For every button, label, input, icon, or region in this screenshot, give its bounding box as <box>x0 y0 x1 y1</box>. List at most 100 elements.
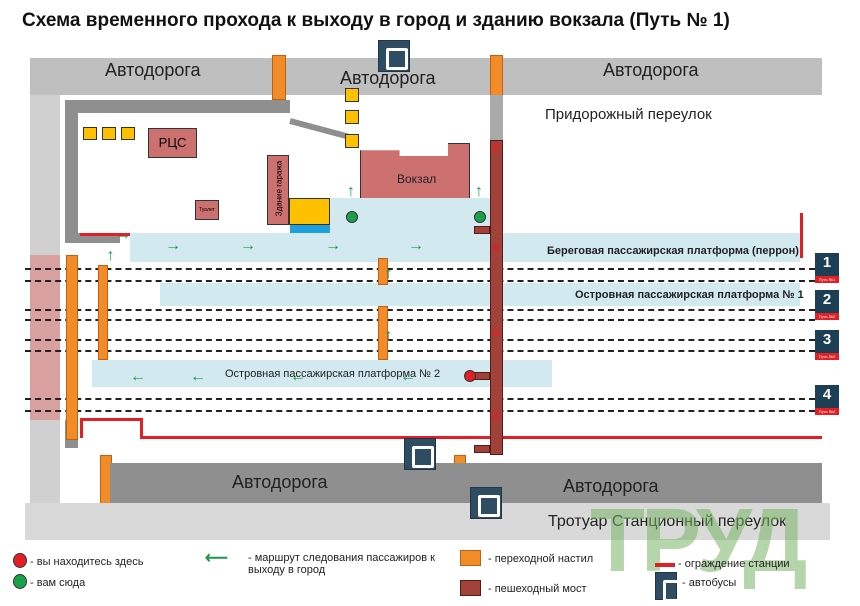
garage-annex-blue <box>290 225 330 233</box>
legend-green-dot-icon <box>13 574 27 589</box>
bridge-stairs <box>474 372 490 380</box>
closed-mark-icon: ✕ <box>490 325 502 341</box>
garage-annex <box>289 198 330 225</box>
station-fence <box>140 418 143 438</box>
station-fence <box>80 418 140 421</box>
legend-crossing: - переходной настил <box>488 553 594 565</box>
legend-red-dot-icon <box>13 553 27 568</box>
left-strip-section <box>30 255 60 420</box>
bridge-stairs <box>474 226 490 234</box>
route-arrow-icon: → <box>100 248 117 264</box>
legend-crossing-swatch <box>460 550 481 566</box>
bus-stop-icon <box>378 40 410 72</box>
legend-bridge-swatch <box>460 580 481 596</box>
fence-wall <box>65 100 290 113</box>
route-arrow-icon: ← <box>130 368 146 385</box>
crossing <box>98 265 108 360</box>
road-label: Автодорога <box>603 60 699 80</box>
island-platform-1 <box>160 283 800 306</box>
fence-wall <box>65 233 120 243</box>
you-are-here-marker <box>464 370 476 382</box>
kiosk <box>83 127 97 140</box>
pedestrian-bridge <box>490 140 503 455</box>
road-label: Автодорога <box>340 68 436 88</box>
kiosk <box>345 110 359 124</box>
legend-fence: - ограждение станции <box>678 558 790 570</box>
crossing <box>490 55 503 100</box>
closed-mark-icon: ✕ <box>490 408 502 424</box>
kiosk <box>102 127 116 140</box>
legend-bus-icon <box>655 572 685 602</box>
road-label: Автодорога <box>105 60 201 80</box>
rail <box>25 398 815 400</box>
station-fence <box>80 418 83 438</box>
top-road <box>30 58 822 95</box>
route-arrow-icon: → <box>325 237 341 254</box>
rail <box>25 319 815 321</box>
route-arrow-icon: → <box>378 266 395 282</box>
toilet-building: Туалет <box>195 200 219 220</box>
route-arrow-icon: ← <box>190 368 206 385</box>
station-fence <box>140 436 822 439</box>
route-arrow-icon: ← <box>290 368 306 385</box>
sidewalk <box>25 503 830 540</box>
route-arrow-icon: → <box>165 237 181 254</box>
fence-wall <box>289 118 349 140</box>
rail <box>25 309 815 311</box>
legend-route: - маршрут следования пассажиров к выходу… <box>248 552 435 576</box>
watermark: ТРУД <box>590 491 807 591</box>
rail <box>25 339 815 341</box>
rail <box>25 280 815 282</box>
rail <box>25 268 815 270</box>
crossing <box>272 55 286 100</box>
rcs-building: РЦС <box>148 128 197 158</box>
map-title: Схема временного прохода к выходу в горо… <box>22 10 730 31</box>
route-arrow-icon: → <box>408 237 424 254</box>
road-label: Автодорога <box>563 476 659 496</box>
garage-label: Здание гаража <box>274 160 284 217</box>
bridge-top <box>490 95 503 140</box>
bottom-road <box>110 463 822 503</box>
route-arrow-icon: → <box>378 328 395 344</box>
legend-bridge: - пешеходный мост <box>488 583 587 595</box>
closed-mark-icon: ✕ <box>490 140 502 156</box>
platform-label: Береговая пассажирская платформа (перрон… <box>547 245 799 257</box>
up-arrow-icon: ↑ <box>475 183 483 200</box>
route-arrow-icon: ← <box>400 368 416 385</box>
crossing <box>378 306 388 360</box>
platform-label: Островная пассажирская платформа № 1 <box>575 289 804 301</box>
legend-go: - вам сюда <box>30 577 86 589</box>
legend-arrow-icon: ⟵ <box>205 550 228 567</box>
legend-here: - вы находитесь здесь <box>30 556 144 568</box>
closed-mark-icon: ✕ <box>490 240 502 256</box>
destination-marker <box>474 211 486 223</box>
street-label: Придорожный переулок <box>545 106 712 123</box>
coastal-platform <box>130 233 800 262</box>
up-arrow-icon: ↑ <box>347 183 355 200</box>
kiosk <box>345 134 359 148</box>
destination-marker <box>346 211 358 223</box>
crossing <box>378 258 388 285</box>
bus-stop-icon <box>470 487 502 519</box>
legend-bus: - автобусы <box>682 577 737 589</box>
bus-stop-icon <box>404 438 436 470</box>
road-label: Автодорога <box>232 472 328 492</box>
rail <box>25 410 815 412</box>
bridge-stairs <box>474 445 490 453</box>
platform-label: Островная пассажирская платформа № 2 <box>225 368 441 380</box>
crossing <box>66 255 78 440</box>
station-label: Вокзал <box>397 172 437 186</box>
station-fence <box>800 213 803 258</box>
fence-wall <box>65 100 78 240</box>
legend-fence-swatch <box>655 563 675 567</box>
rail <box>25 350 815 352</box>
kiosk <box>345 88 359 102</box>
garage-building: Здание гаража <box>267 155 289 225</box>
route-arrow-icon: → <box>240 237 256 254</box>
street-label: Тротуар Станционный переулок <box>548 513 787 530</box>
kiosk <box>121 127 135 140</box>
